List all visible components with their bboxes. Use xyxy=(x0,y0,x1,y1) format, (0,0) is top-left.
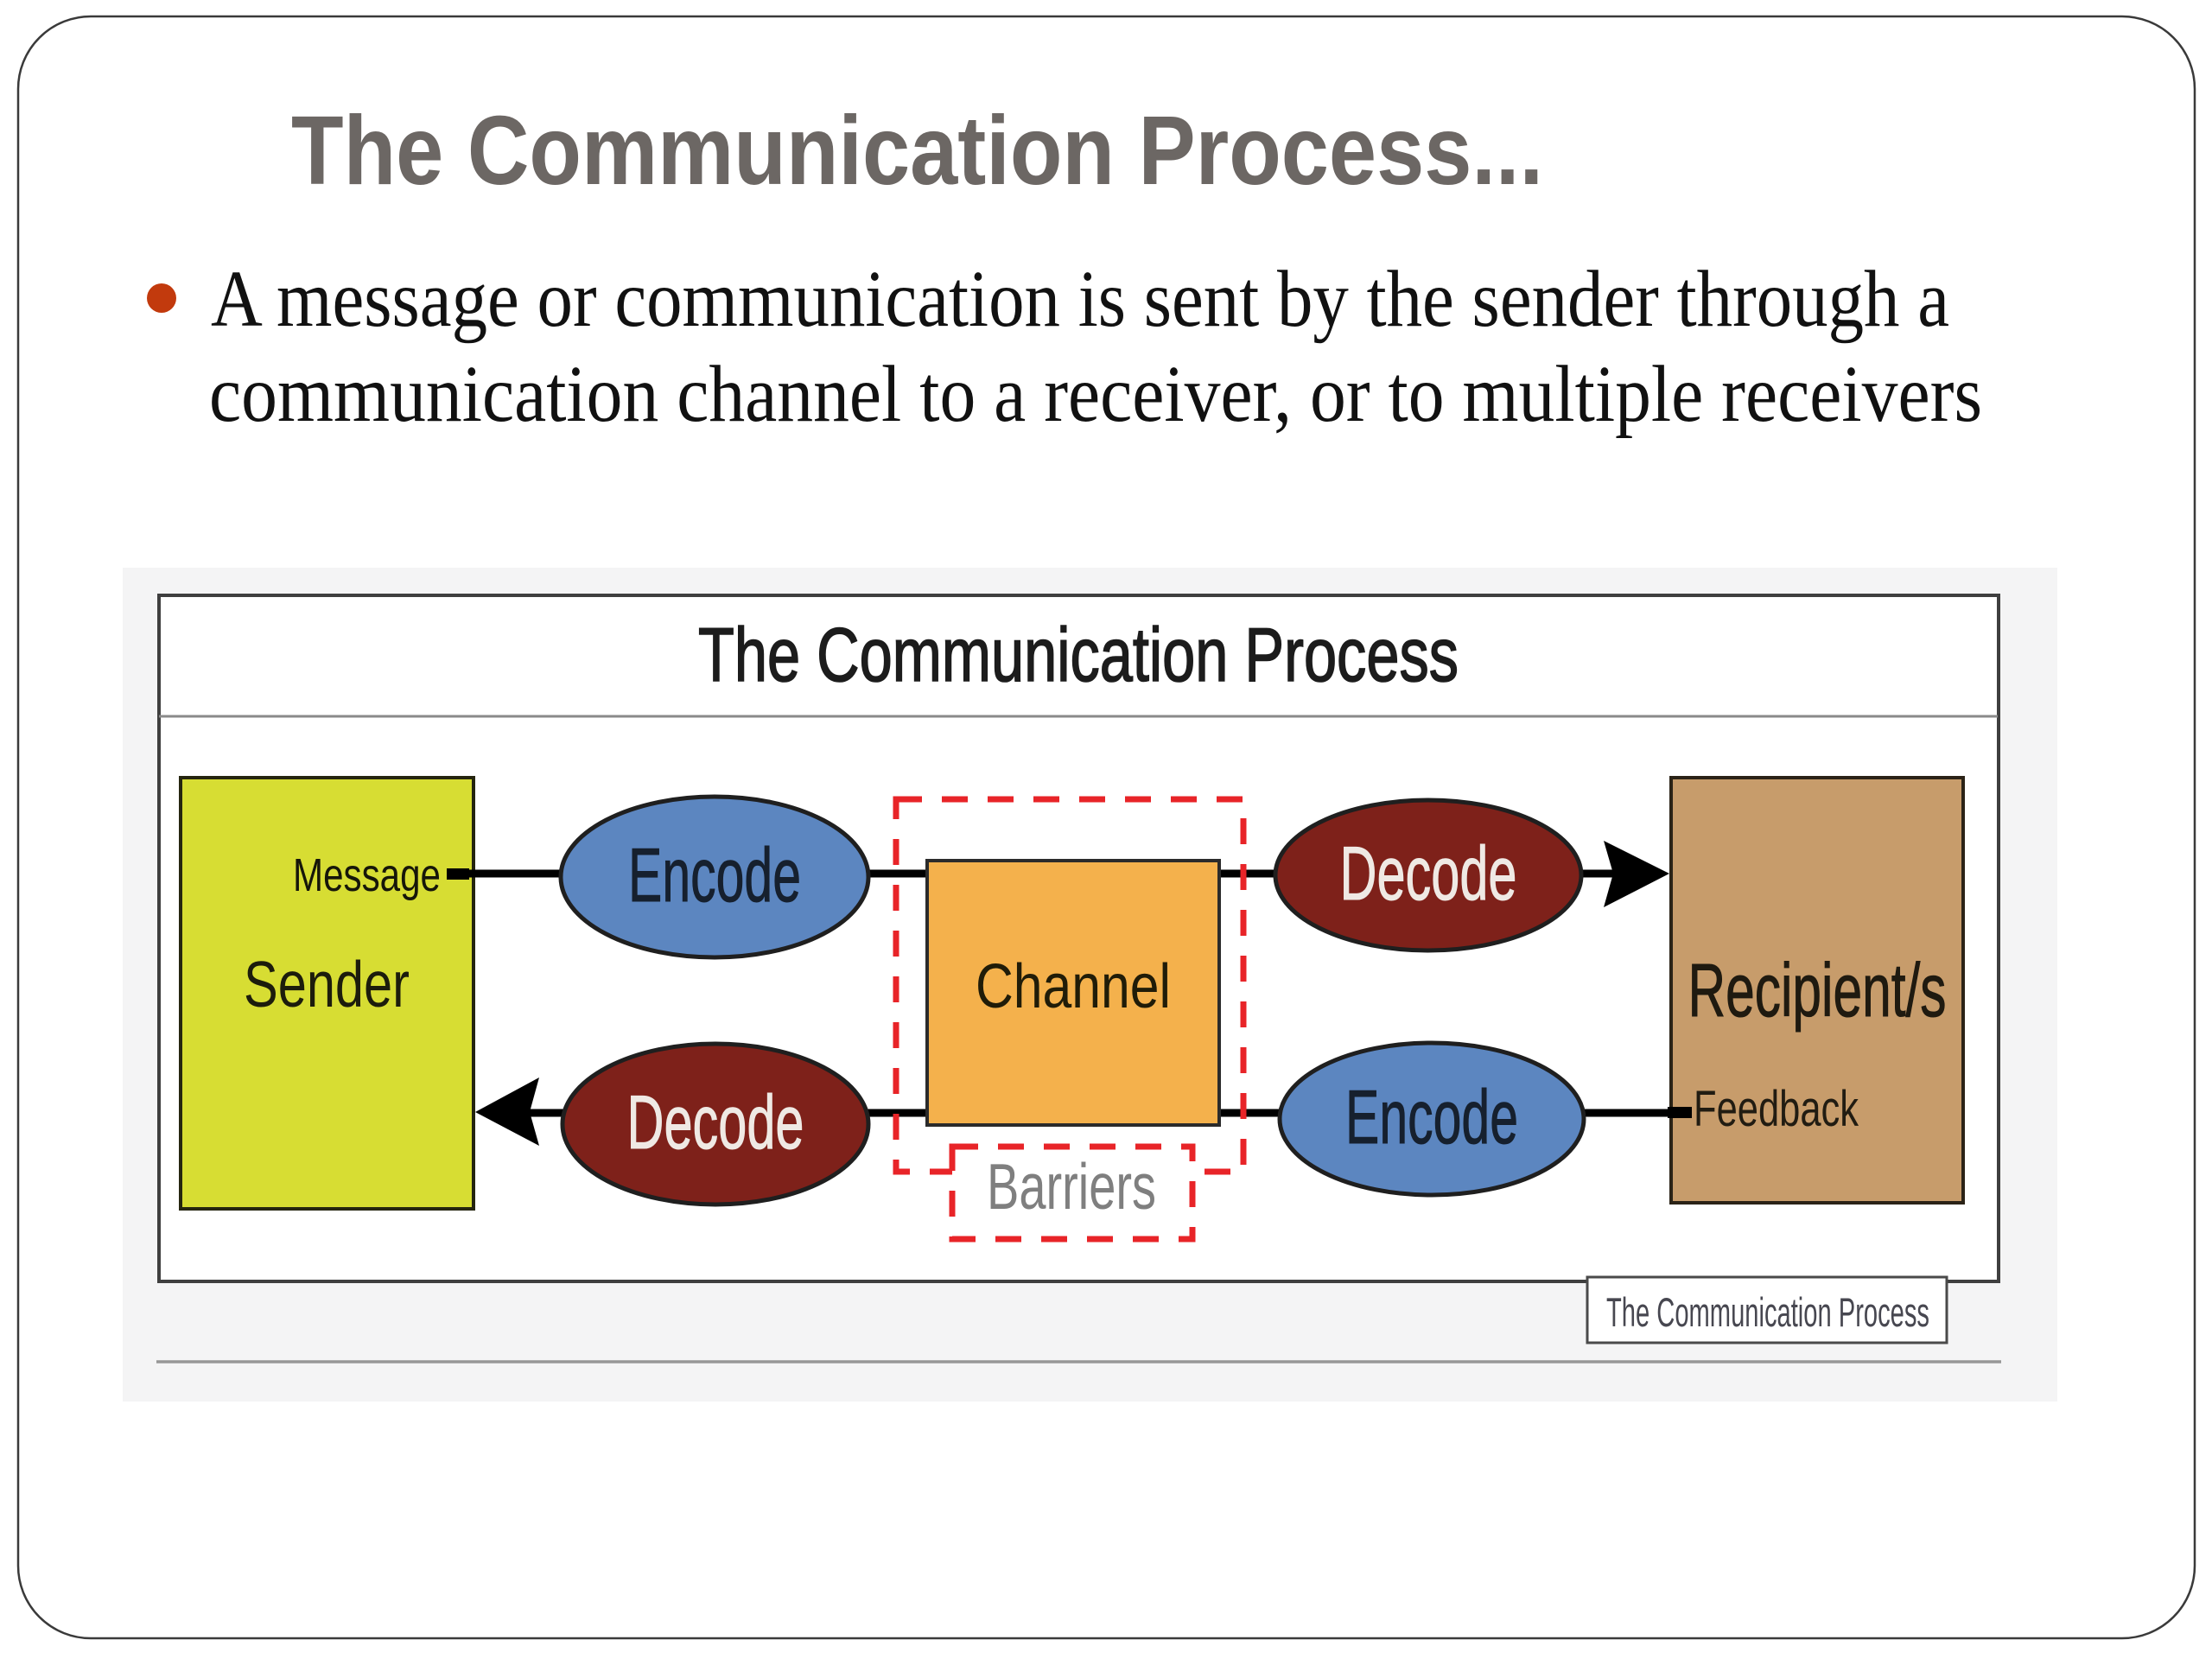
svg-text:Sender: Sender xyxy=(244,948,410,1020)
svg-text:Encode: Encode xyxy=(1345,1074,1518,1160)
svg-text:Decode: Decode xyxy=(627,1079,804,1165)
svg-text:communication channel to a rec: communication channel to a receiver, or … xyxy=(209,350,1982,439)
svg-text:Message: Message xyxy=(293,849,441,901)
svg-text:The Communication Process: The Communication Process xyxy=(1606,1289,1929,1335)
svg-text:Barriers: Barriers xyxy=(987,1150,1156,1223)
svg-text:The Communication Process: The Communication Process xyxy=(698,612,1459,697)
svg-text:Decode: Decode xyxy=(1340,830,1517,916)
svg-text:Channel: Channel xyxy=(976,952,1171,1021)
svg-text:The Communication Process...: The Communication Process... xyxy=(291,96,1543,205)
svg-text:Encode: Encode xyxy=(628,832,801,918)
svg-text:Recipient/s: Recipient/s xyxy=(1688,949,1947,1033)
svg-text:Feedback: Feedback xyxy=(1694,1081,1859,1137)
svg-text:A message or communication is: A message or communication is sent by th… xyxy=(211,255,1949,344)
